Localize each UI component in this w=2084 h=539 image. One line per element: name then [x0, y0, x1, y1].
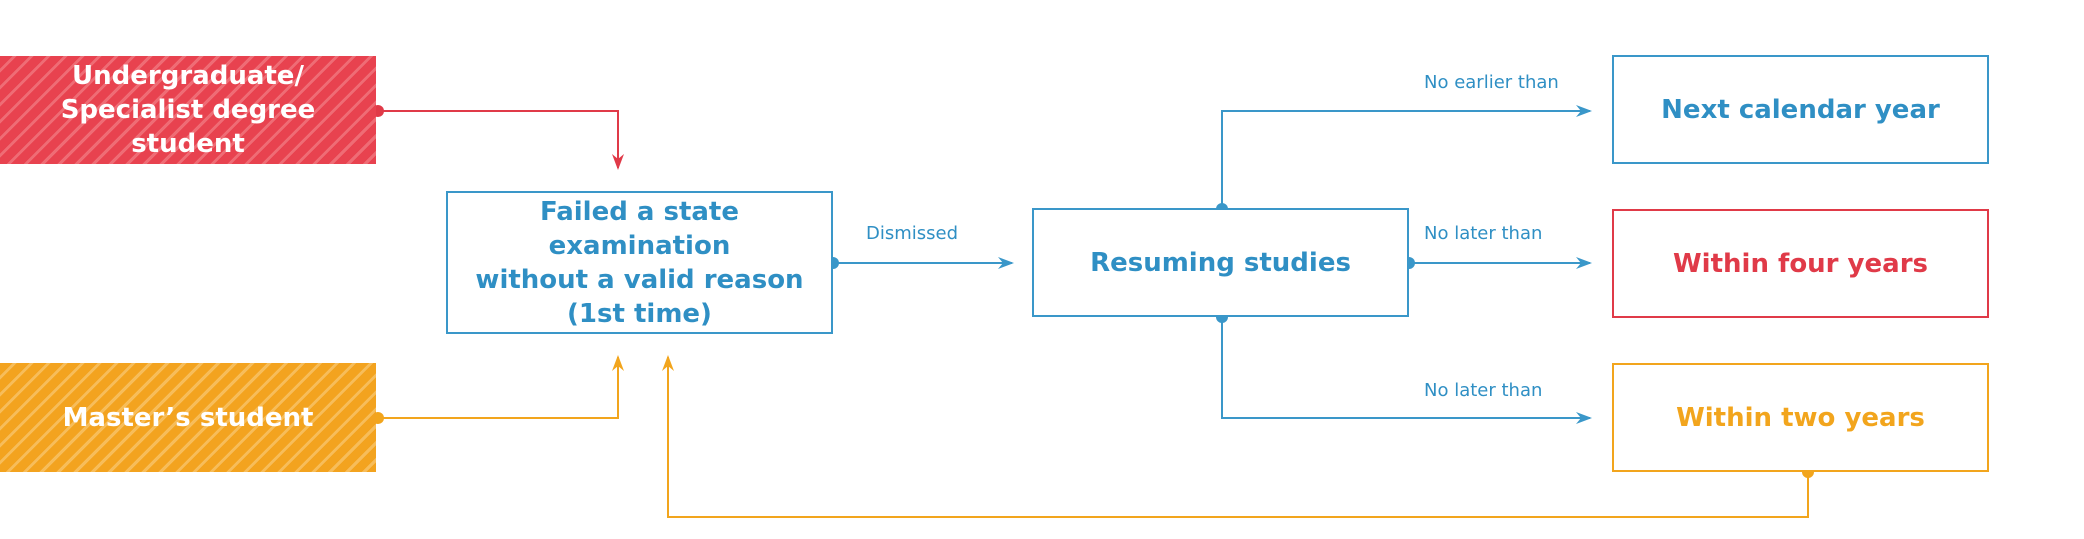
node-resuming-studies: Resuming studies	[1032, 208, 1409, 317]
edge-no-later-than-two	[1221, 317, 1592, 424]
edge-undergraduate-to-exam	[378, 110, 624, 170]
node-masters-student: Master’s student	[0, 363, 376, 472]
edge-label-no-later-than-four: No later than	[1424, 223, 1543, 244]
node-next-calendar-year: Next calendar year	[1612, 55, 1989, 164]
node-within-two-years: Within two years	[1612, 363, 1989, 472]
node-label: Resuming studies	[1090, 247, 1351, 278]
edge-return-to-exam	[662, 355, 1809, 518]
node-undergraduate-student: Undergraduate/ Specialist degree student	[0, 56, 376, 164]
edge-label-dismissed: Dismissed	[866, 223, 959, 244]
node-label: Undergraduate/ Specialist degree student	[60, 61, 316, 159]
edge-no-earlier-than	[1221, 105, 1592, 209]
node-label: Master’s student	[62, 402, 314, 433]
edge-label-no-earlier-than: No earlier than	[1424, 72, 1559, 93]
node-label: Within four years	[1673, 248, 1928, 279]
node-label: Failed a state examination without a val…	[475, 196, 804, 329]
node-within-four-years: Within four years	[1612, 209, 1989, 318]
node-label: Within two years	[1676, 402, 1925, 433]
edge-label-no-later-than-two: No later than	[1424, 380, 1543, 401]
node-failed-state-exam: Failed a state examination without a val…	[446, 191, 833, 334]
node-label: Next calendar year	[1661, 94, 1940, 125]
edge-masters-to-exam	[378, 355, 624, 419]
